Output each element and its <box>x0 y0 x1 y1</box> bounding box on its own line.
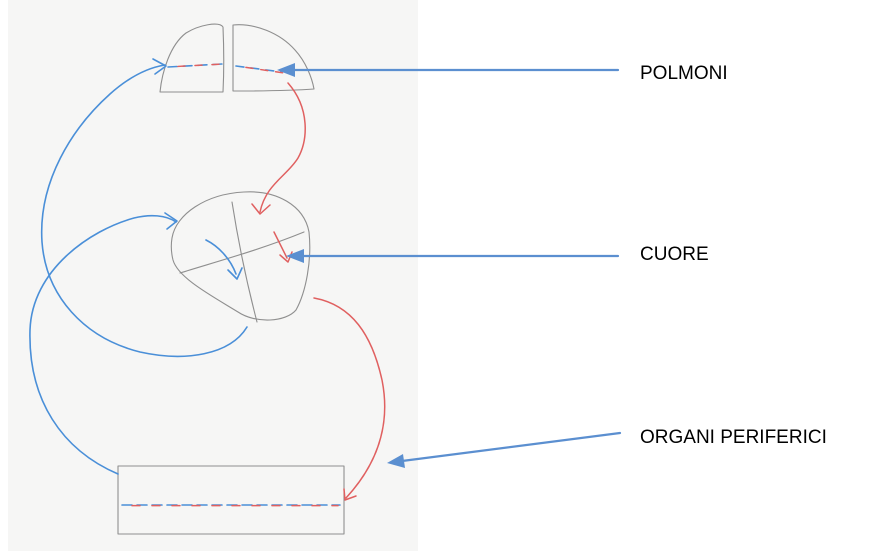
peripheral-organs-box <box>117 465 345 535</box>
paper-sheet <box>8 0 418 551</box>
aorta-arrowhead <box>343 488 357 501</box>
pulmonary-vein-path <box>259 82 306 213</box>
right-heart-flow-arrowhead <box>227 267 243 280</box>
peripheral-organs-sketch <box>117 465 345 535</box>
pointer-organs-arrowhead <box>387 454 405 468</box>
pulmonary-artery-arrowhead <box>152 58 167 75</box>
vena-cava-path <box>29 214 177 475</box>
right-heart-flow <box>205 239 237 275</box>
pointer-heart-arrowhead <box>286 249 304 263</box>
circulation-routes <box>29 58 386 501</box>
label-heart: CUORE <box>640 244 709 265</box>
lungs-sketch <box>159 23 315 93</box>
aorta-path <box>313 297 386 499</box>
vena-cava-arrowhead <box>164 212 178 230</box>
right-lung-blood-red <box>239 65 285 74</box>
pulmonary-vein-arrowhead <box>251 203 271 215</box>
left-lung <box>159 23 225 93</box>
heart-outline <box>170 191 311 321</box>
heart-septum <box>231 201 258 323</box>
label-peripheral-organs: ORGANI PERIFERICI <box>640 427 827 448</box>
pointer-lungs-arrowhead <box>277 63 295 77</box>
left-lung-blood-red <box>174 63 220 68</box>
right-lung <box>232 24 315 92</box>
pointer-lungs <box>277 63 620 77</box>
pulmonary-artery-path <box>40 64 248 358</box>
right-lung-blood-blue <box>235 65 283 73</box>
pointer-organs-line <box>400 431 622 463</box>
heart-av-line <box>179 231 305 274</box>
label-lungs: POLMONI <box>640 63 728 84</box>
pointer-heart <box>286 249 620 263</box>
left-heart-flow <box>273 231 288 259</box>
pointer-organs <box>387 431 622 468</box>
